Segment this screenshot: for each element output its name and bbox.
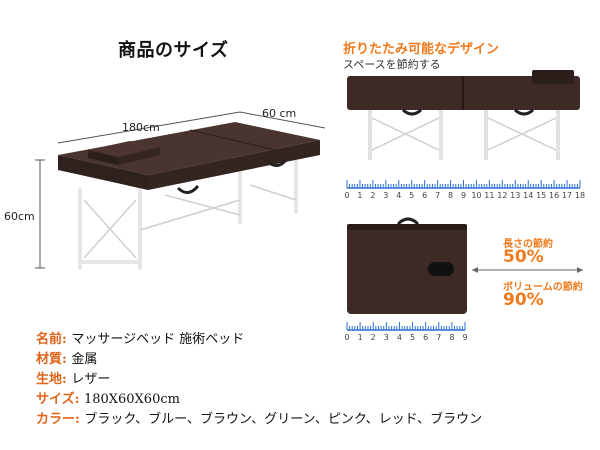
ruler-bottom-tick-label: 4 (397, 333, 402, 342)
ruler-bottom-tick-label: 8 (449, 333, 454, 342)
length-saving-value: 50% (503, 247, 544, 267)
ruler-bottom-tick-label: 0 (344, 333, 349, 342)
ruler-bottom-tick-label: 5 (410, 333, 415, 342)
ruler-top-tick-label: 3 (383, 191, 388, 200)
ruler-bottom-tick-label: 9 (462, 333, 467, 342)
ruler-top-tick-label: 11 (484, 191, 494, 200)
spec-material: 材質: 金属 (36, 352, 98, 367)
ruler-top-tick-label: 10 (471, 191, 481, 200)
ruler-top-tick-label: 16 (549, 191, 559, 200)
ruler-top-tick-label: 9 (461, 191, 466, 200)
ruler-bottom-tick-label: 1 (358, 333, 363, 342)
volume-saving-label: ボリュームの節約 (503, 282, 583, 293)
ruler-top-tick-label: 7 (435, 191, 440, 200)
spec-name: 名前: マッサージベッド 施術ベッド (36, 332, 245, 347)
page-title: 商品のサイズ (118, 40, 229, 61)
height-dimension: 60cm (4, 210, 35, 223)
spec-fabric: 生地: レザー (36, 372, 111, 387)
ruler-top-tick-label: 17 (562, 191, 572, 200)
ruler-top-tick-label: 6 (422, 191, 427, 200)
ruler-top-tick-label: 15 (536, 191, 546, 200)
folding-subheading: スペースを節約する (343, 58, 441, 71)
ruler-top-tick-label: 0 (344, 191, 349, 200)
ruler-top-tick-label: 13 (510, 191, 520, 200)
spec-colors: カラー: ブラック、ブルー、ブラウン、グリーン、ピンク、レッド、ブラウン (36, 412, 483, 427)
ruler-top-tick-label: 2 (370, 191, 375, 200)
ruler-top-tick-label: 14 (523, 191, 533, 200)
length-dimension: 180cm (122, 121, 160, 134)
ruler-top-tick-label: 5 (409, 191, 414, 200)
ruler-top-tick-label: 4 (396, 191, 401, 200)
ruler-bottom-tick-label: 3 (384, 333, 389, 342)
volume-saving-value: 90% (503, 290, 544, 310)
ruler-top-tick-label: 1 (357, 191, 362, 200)
width-dimension: 60 cm (262, 107, 297, 120)
folding-heading: 折りたたみ可能なデザイン (343, 42, 500, 57)
ruler-bottom-tick-label: 6 (423, 333, 428, 342)
ruler-top-tick-label: 12 (497, 191, 507, 200)
ruler-bottom-tick-label: 2 (371, 333, 376, 342)
length-saving-label: 長さの節約 (503, 239, 553, 250)
ruler-bottom-tick-label: 7 (436, 333, 441, 342)
spec-list: 名前: マッサージベッド 施術ベッド 材質: 金属 生地: レザー サイズ: 1… (36, 330, 482, 430)
ruler-top-tick-label: 8 (448, 191, 453, 200)
spec-size: サイズ: 180X60X60cm (36, 392, 180, 407)
ruler-top-tick-label: 18 (575, 191, 585, 200)
